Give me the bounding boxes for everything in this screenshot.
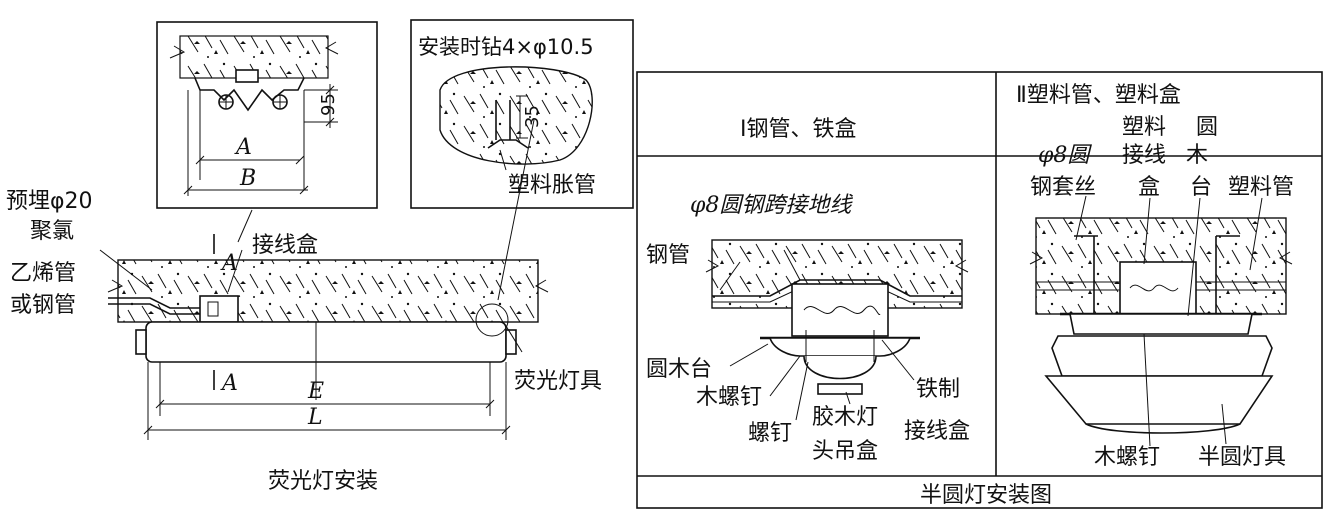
- clip-detail-box: A B 95: [156, 21, 378, 209]
- drill-dim-35: 35: [522, 105, 543, 128]
- detail-dim-95: 95: [318, 93, 339, 116]
- section-a-bottom: A: [220, 371, 238, 396]
- lamp-dimensions: E L A A: [143, 234, 511, 440]
- p2-semicircle-lamp: 半圆灯具: [1198, 445, 1286, 470]
- detail-dim-a: A: [234, 135, 252, 160]
- embed-label-3: 乙烯管: [10, 261, 76, 286]
- embed-label-1: 预埋φ20: [6, 189, 93, 214]
- drill-detail-box: 安装时钻4×φ10.5 35 塑料胀管: [410, 19, 634, 209]
- p1-ground-wire: φ8圆钢跨接地线: [690, 193, 853, 218]
- p1-bakelite-1: 胶木灯: [812, 405, 878, 430]
- p1-bakelite-2: 头吊盒: [812, 439, 878, 464]
- p1-screw: 螺钉: [748, 421, 792, 446]
- p1-steel-pipe: 钢管: [646, 243, 690, 268]
- panel1-title: Ⅰ钢管、铁盒: [740, 117, 857, 142]
- p2-wood: 木: [1186, 143, 1208, 168]
- p2-box: 盒: [1138, 175, 1160, 200]
- panel2-drawing: φ8圆 钢套丝 塑料 接线 盒 圆 木 台 塑料管 木螺钉 半圆灯具: [1029, 115, 1294, 470]
- fluorescent-section: A B 95 安装时钻4×φ10.5 35 塑料胀管: [6, 19, 634, 494]
- p2-phi8-2: 钢套丝: [1030, 175, 1096, 200]
- p2-base: 台: [1190, 175, 1212, 200]
- detail-dim-b: B: [239, 166, 256, 191]
- p1-wood-screw: 木螺钉: [696, 385, 762, 410]
- fluorescent-caption: 荧光灯安装: [268, 469, 378, 494]
- p2-plastic-pipe: 塑料管: [1228, 175, 1294, 200]
- p2-phi8-1: φ8圆: [1038, 143, 1092, 168]
- fluorescent-lamp: [135, 303, 523, 363]
- junction-box-label: 接线盒: [252, 233, 318, 258]
- embed-label-4: 或钢管: [10, 293, 76, 318]
- p2-round-1: 圆: [1196, 115, 1218, 140]
- semicircle-section: Ⅰ钢管、铁盒 Ⅱ塑料管、塑料盒 半圆灯安装图 φ8圆钢跨接地线 钢管 圆木台 木…: [636, 71, 1323, 509]
- semicircle-title: 半圆灯安装图: [920, 483, 1052, 508]
- section-a-top: A: [220, 251, 238, 276]
- p2-junction-1: 接线: [1122, 143, 1166, 168]
- p1-iron-box-1: 铁制: [916, 377, 960, 402]
- lamp-label: 荧光灯具: [514, 369, 602, 394]
- drill-note: 安装时钻4×φ10.5: [418, 35, 594, 59]
- p1-round-wood-base: 圆木台: [646, 357, 712, 382]
- p1-iron-box-2: 接线盒: [904, 419, 970, 444]
- dim-e: E: [307, 379, 324, 404]
- panel2-title: Ⅱ塑料管、塑料盒: [1016, 83, 1181, 108]
- p2-wood-screw: 木螺钉: [1094, 445, 1160, 470]
- ceiling-slab: [107, 259, 549, 323]
- panel1-drawing: φ8圆钢跨接地线 钢管 圆木台 木螺钉 螺钉 胶木灯 头吊盒 铁制 接线盒: [646, 193, 970, 464]
- p2-plastic-1: 塑料: [1122, 115, 1166, 140]
- dim-l: L: [307, 405, 323, 430]
- embed-label-2: 聚氯: [30, 219, 74, 244]
